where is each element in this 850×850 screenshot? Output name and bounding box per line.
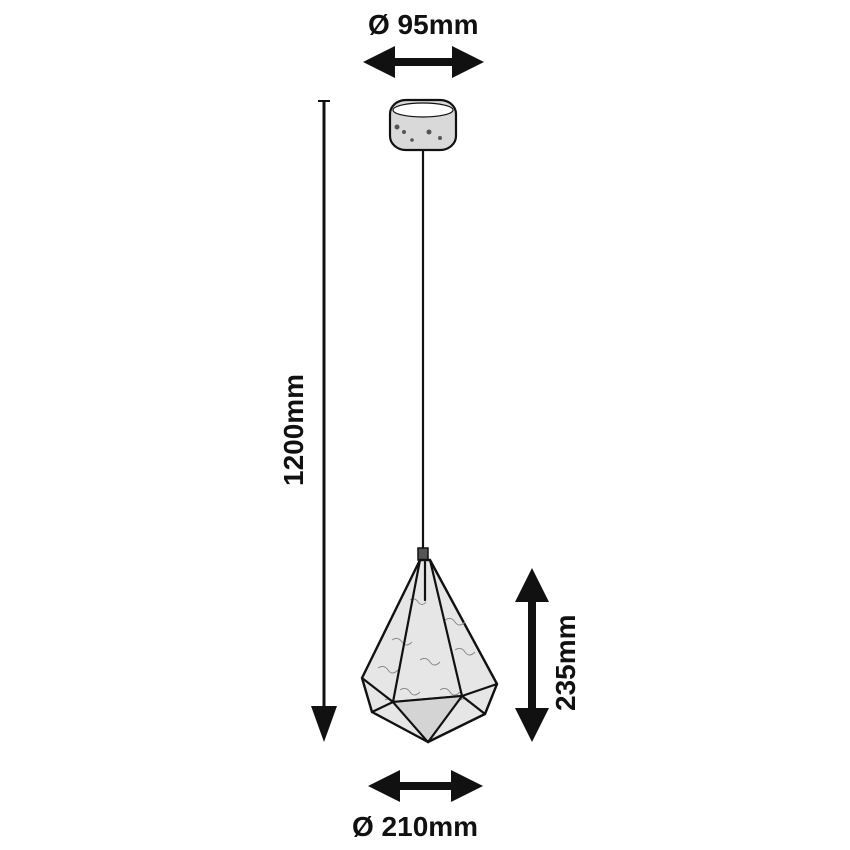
ceiling-canopy-icon [388,98,458,152]
total-height-label: 1200mm [278,374,309,486]
shade-height-arrow [515,568,549,742]
geometric-shade-icon [360,547,499,744]
canopy-width-arrow [363,46,484,78]
shade-diameter-label: Ø 210mm [352,811,478,842]
canopy-diameter-label: Ø 95mm [368,9,479,40]
shade-height-label: 235mm [550,614,581,711]
shade-width-arrow [368,770,483,802]
total-height-arrow [311,100,337,742]
